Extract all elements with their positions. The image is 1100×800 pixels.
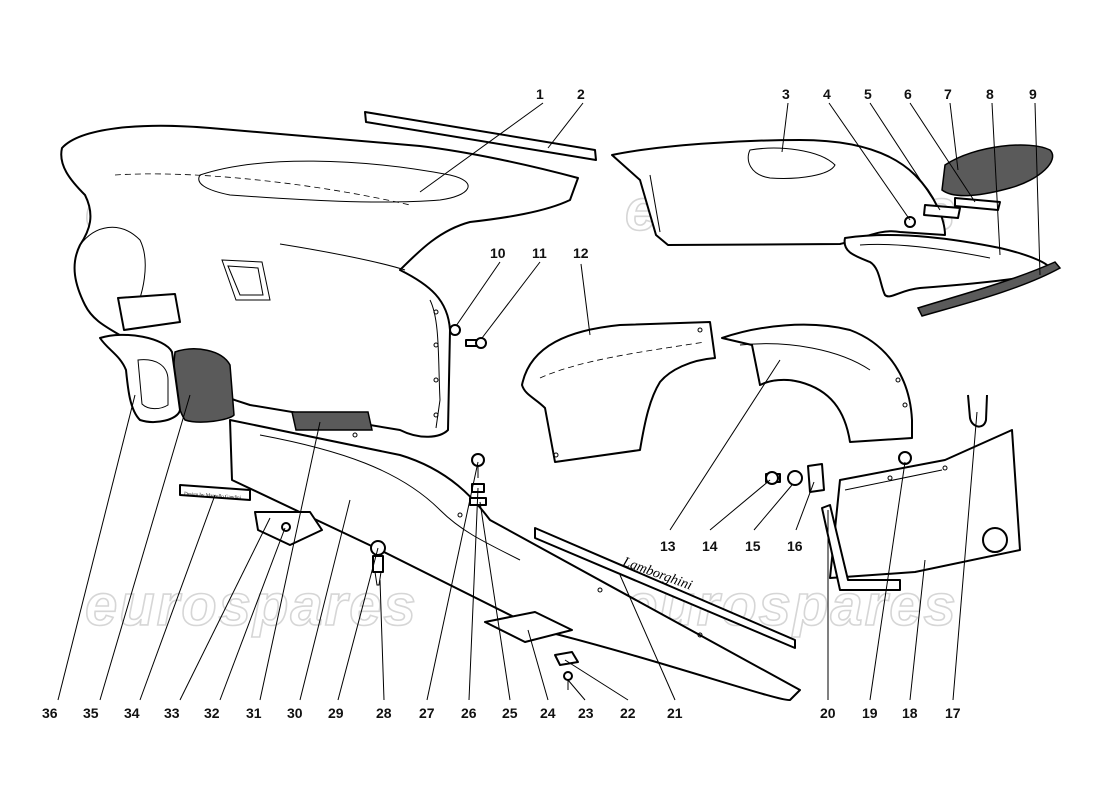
bezel-36 bbox=[99, 333, 181, 423]
callout-34: 34 bbox=[124, 705, 140, 721]
callout-26: 26 bbox=[461, 705, 477, 721]
callout-13: 13 bbox=[660, 538, 676, 554]
u-clip-17 bbox=[967, 394, 988, 428]
callout-12: 12 bbox=[573, 245, 589, 261]
engine-cover-panel bbox=[611, 139, 946, 246]
air-duct-8 bbox=[843, 234, 1052, 298]
screw-23 bbox=[563, 671, 573, 690]
callout-24: 24 bbox=[540, 705, 556, 721]
callout-4: 4 bbox=[823, 86, 831, 102]
callout-7: 7 bbox=[944, 86, 952, 102]
callout-36: 36 bbox=[42, 705, 58, 721]
callout-5: 5 bbox=[864, 86, 872, 102]
callout-15: 15 bbox=[745, 538, 761, 554]
callouts-bottom: 36 35 34 33 32 31 30 29 28 27 26 25 24 2… bbox=[42, 705, 961, 721]
callout-31: 31 bbox=[246, 705, 262, 721]
inner-panel-18 bbox=[829, 429, 1021, 579]
leader-lines bbox=[57, 102, 1041, 701]
callout-3: 3 bbox=[782, 86, 790, 102]
mesh-grille-7 bbox=[941, 144, 1054, 197]
callout-18: 18 bbox=[902, 705, 918, 721]
rocker-sill-30 bbox=[229, 419, 801, 702]
watermark-3: eurospares bbox=[85, 573, 418, 638]
badge-text: Design by Marcello Gandini bbox=[184, 492, 242, 501]
callout-14: 14 bbox=[702, 538, 718, 554]
l-bracket-20 bbox=[821, 504, 901, 591]
callout-29: 29 bbox=[328, 705, 344, 721]
mesh-grille-35 bbox=[173, 348, 235, 423]
callout-17: 17 bbox=[945, 705, 961, 721]
callout-32: 32 bbox=[204, 705, 220, 721]
wheel-arch-liner-13 bbox=[721, 323, 913, 443]
callout-1: 1 bbox=[536, 86, 544, 102]
wheelhouse-liner-12 bbox=[521, 321, 716, 463]
fastener-stack-25-27 bbox=[469, 453, 487, 506]
callouts-mid: 13 14 15 16 bbox=[660, 538, 803, 554]
callout-11: 11 bbox=[532, 245, 547, 261]
cover-plate-24 bbox=[484, 611, 573, 643]
callout-16: 16 bbox=[787, 538, 803, 554]
callout-28: 28 bbox=[376, 705, 392, 721]
clip-22 bbox=[554, 651, 579, 666]
callout-8: 8 bbox=[986, 86, 994, 102]
mesh-strip-9 bbox=[916, 261, 1062, 317]
callout-27: 27 bbox=[419, 705, 435, 721]
callout-33: 33 bbox=[164, 705, 180, 721]
callout-35: 35 bbox=[83, 705, 99, 721]
callout-22: 22 bbox=[620, 705, 636, 721]
callout-20: 20 bbox=[820, 705, 836, 721]
callout-6: 6 bbox=[904, 86, 912, 102]
callout-2: 2 bbox=[577, 86, 585, 102]
callout-21: 21 bbox=[667, 705, 683, 721]
top-strip-seal bbox=[364, 111, 597, 161]
sill-grille-31 bbox=[291, 411, 373, 431]
callout-9: 9 bbox=[1029, 86, 1037, 102]
callouts-top: 1 2 3 4 5 6 7 8 9 10 11 12 bbox=[490, 86, 1037, 261]
callout-19: 19 bbox=[862, 705, 878, 721]
badge-plate-34: Design by Marcello Gandini bbox=[179, 484, 251, 501]
callout-25: 25 bbox=[502, 705, 518, 721]
callout-30: 30 bbox=[287, 705, 303, 721]
callout-10: 10 bbox=[490, 245, 506, 261]
bolt-washer-10-11 bbox=[449, 324, 487, 349]
callout-23: 23 bbox=[578, 705, 594, 721]
fasteners-14-15-16 bbox=[765, 463, 825, 493]
